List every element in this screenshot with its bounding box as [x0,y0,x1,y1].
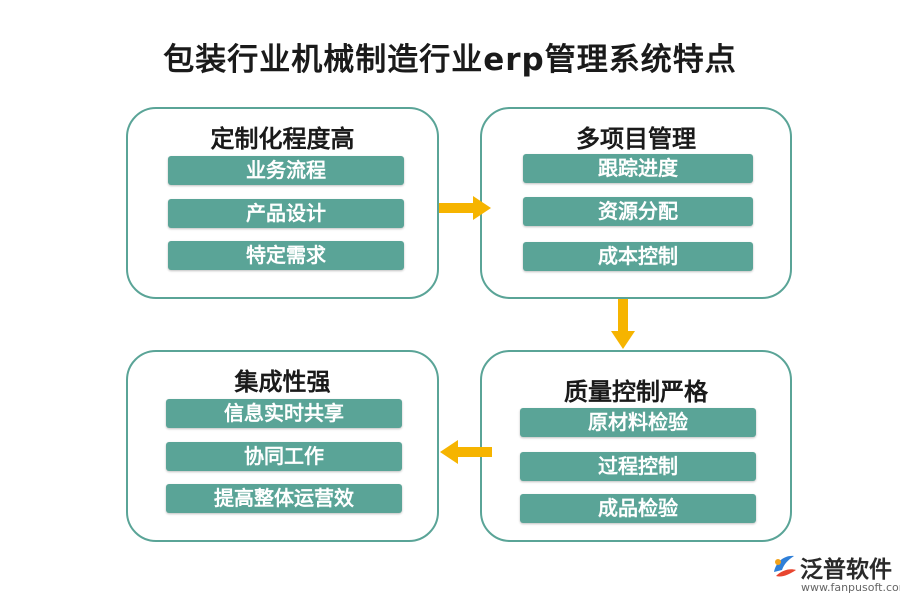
diagram-title: 包装行业机械制造行业erp管理系统特点 [163,42,737,78]
item-bar: 业务流程 [168,156,404,185]
item-bar: 原材料检验 [520,408,756,437]
logo-url: www.fanpusoft.com [801,581,900,594]
item-bar: 提高整体运营效 [166,484,402,513]
item-bar: 跟踪进度 [523,154,753,183]
box-title: 质量控制严格 [564,378,708,406]
arrow-right-icon [439,196,491,220]
item-bar: 协同工作 [166,442,402,471]
feature-box-integration: 集成性强 信息实时共享 协同工作 提高整体运营效 [126,350,439,542]
item-bar: 成本控制 [523,242,753,271]
arrow-down-icon [611,299,635,349]
feature-box-quality-control: 质量控制严格 原材料检验 过程控制 成品检验 [480,350,792,542]
box-title: 多项目管理 [576,125,696,153]
item-bar: 资源分配 [523,197,753,226]
item-bar: 特定需求 [168,241,404,270]
item-bar: 过程控制 [520,452,756,481]
arrow-left-icon [440,440,492,464]
feature-box-multi-project: 多项目管理 跟踪进度 资源分配 成本控制 [480,107,792,299]
item-bar: 产品设计 [168,199,404,228]
item-bar: 成品检验 [520,494,756,523]
item-bar: 信息实时共享 [166,399,402,428]
feature-box-customization: 定制化程度高 业务流程 产品设计 特定需求 [126,107,439,299]
brand-logo: 泛普软件 www.fanpusoft.com [770,549,900,597]
box-title: 定制化程度高 [210,125,355,153]
box-title: 集成性强 [234,368,331,396]
fanpu-logo-icon [774,555,796,577]
logo-name: 泛普软件 [800,557,892,583]
